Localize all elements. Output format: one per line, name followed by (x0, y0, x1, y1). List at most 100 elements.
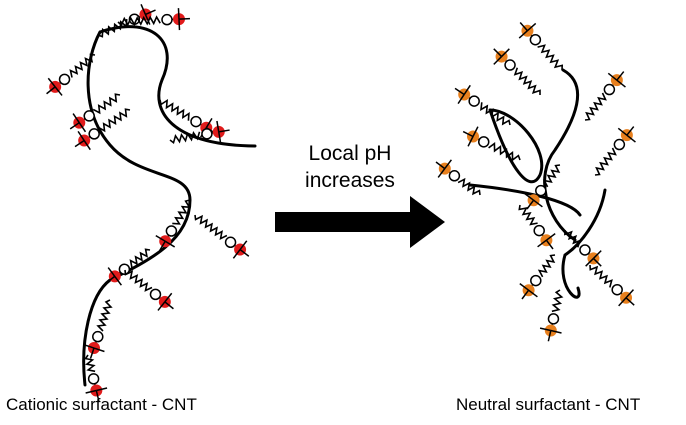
alkyl-tail-coil (159, 98, 190, 121)
caption-neutral: Neutral surfactant - CNT (456, 395, 641, 414)
head-bond (519, 21, 529, 32)
head-bond (547, 330, 552, 342)
head-bond (625, 297, 635, 306)
head-bond (528, 289, 538, 298)
benzene-ring-icon (529, 33, 542, 46)
head-bond (85, 389, 97, 394)
alkyl-tail-coil (84, 354, 96, 373)
head-bond (218, 131, 222, 143)
benzene-ring-icon (448, 170, 461, 182)
head-bond (239, 248, 250, 257)
alkyl-tail-coil (589, 264, 613, 288)
alkyl-tail-coil (97, 108, 131, 133)
head-bond (114, 275, 123, 286)
alkyl-tail-coil (169, 130, 201, 145)
benzene-ring-icon (88, 128, 100, 140)
head-bond (47, 77, 56, 88)
head-bond (616, 71, 625, 81)
alkyl-tail-coil (92, 93, 121, 115)
benzene-ring-icon (613, 138, 626, 151)
head-bond (454, 87, 465, 96)
head-bond (616, 79, 626, 88)
head-bond (463, 84, 471, 95)
head-bond (164, 240, 176, 248)
head-bond (218, 129, 230, 133)
head-bond (617, 127, 628, 136)
benzene-ring-icon (83, 110, 95, 122)
head-bond (178, 17, 191, 20)
head-bond (177, 8, 180, 20)
head-bond (74, 139, 85, 148)
alkyl-tail-coil (537, 44, 564, 71)
alkyl-tail-coil (124, 269, 153, 292)
head-bond (72, 113, 80, 124)
alkyl-tail-coil (537, 254, 556, 278)
benzene-ring-icon (87, 373, 100, 385)
head-bond (96, 387, 108, 392)
alkyl-tail-coil (564, 229, 582, 248)
head-bond (232, 249, 241, 259)
surfactant-group (46, 4, 636, 402)
head-bond (618, 297, 627, 307)
head-bond (144, 14, 151, 25)
head-bond (626, 134, 636, 143)
head-bond (519, 283, 530, 291)
alkyl-tail-coil (194, 214, 228, 241)
head-bond (89, 347, 95, 359)
head-bond (46, 86, 56, 95)
ph-arrow (275, 196, 445, 248)
head-bond (533, 199, 543, 208)
head-bond (178, 19, 181, 31)
head-bond (69, 122, 80, 130)
head-bond (626, 126, 635, 136)
head-bond (155, 234, 166, 242)
head-bond (521, 289, 530, 300)
alkyl-tail-coil (96, 299, 113, 332)
benzene-ring-icon (92, 330, 104, 343)
alkyl-tail-coil (513, 67, 541, 95)
head-bond (550, 329, 562, 334)
benzene-ring-icon (530, 274, 542, 287)
head-bond (537, 239, 547, 248)
benzene-ring-icon (547, 313, 560, 325)
alkyl-tail-coil (69, 53, 96, 78)
head-bond (83, 140, 91, 151)
head-bond (164, 301, 174, 310)
alkyl-tail-coil (518, 204, 538, 226)
head-bond (585, 257, 594, 267)
head-bond (539, 327, 551, 332)
alkyl-tail-coil (488, 142, 521, 162)
alkyl-tail-coil (117, 15, 161, 27)
head-bond (501, 48, 510, 58)
head-bond (493, 48, 503, 58)
benzene-ring-icon (579, 244, 591, 256)
benzene-ring-icon (533, 224, 545, 237)
benzene-ring-icon (611, 283, 623, 296)
head-bond (518, 30, 528, 39)
head-bond (493, 56, 503, 65)
head-bond (444, 159, 452, 170)
head-bond (592, 257, 602, 267)
head-bond (205, 117, 213, 129)
head-bond (239, 240, 248, 251)
head-bond (157, 301, 166, 311)
head-bond (462, 130, 474, 138)
head-bond (54, 86, 63, 96)
arrow-label-line: Local pH (308, 142, 392, 165)
head-bond (145, 9, 156, 16)
alkyl-tail-coil (457, 177, 481, 196)
alkyl-tail-coil (584, 92, 607, 121)
head-bond (545, 239, 554, 250)
cnt-left (82, 25, 257, 387)
benzene-ring-icon (603, 83, 616, 96)
head-bond (625, 289, 635, 299)
head-bond (545, 233, 556, 241)
head-bond (437, 168, 446, 178)
benzene-ring-icon (58, 73, 71, 86)
alkyl-tail-coil (551, 289, 564, 313)
benzene-ring-icon (190, 115, 202, 128)
benzene-ring-icon (535, 184, 547, 197)
benzene-ring-icon (149, 288, 162, 301)
